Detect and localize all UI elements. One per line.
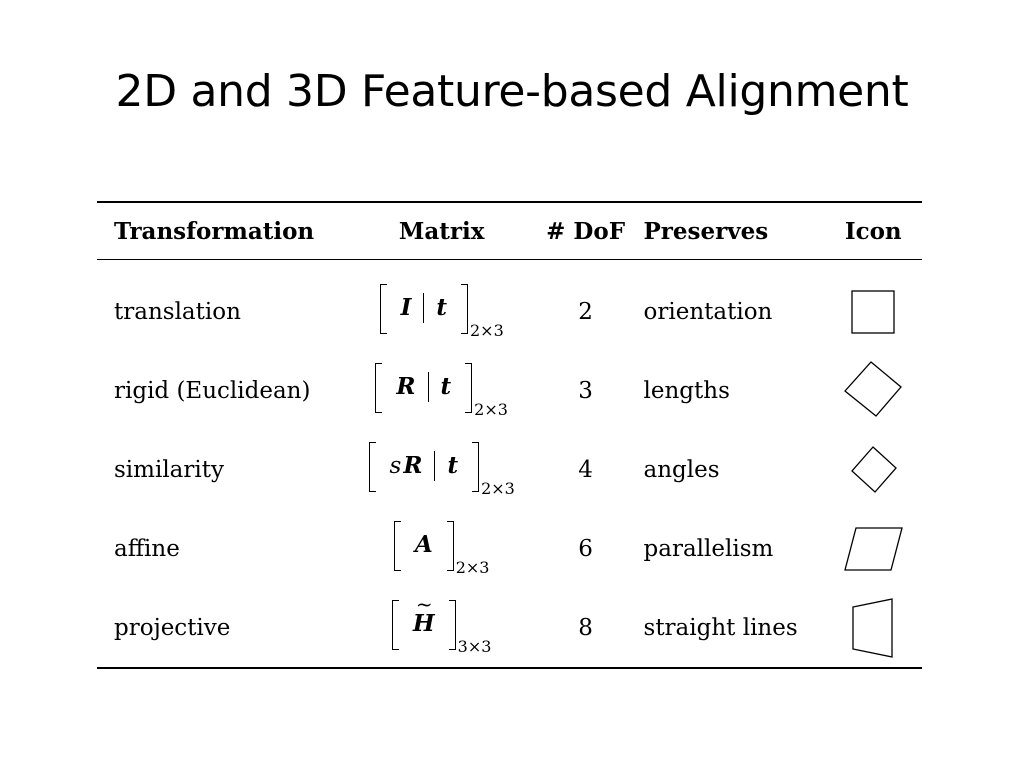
table-row: rigid (Euclidean) R t 2×3 3 lengths: [97, 351, 922, 430]
table-body: translation I t 2×3 2 orientation: [97, 260, 922, 668]
matrix-cell: R t 2×3: [344, 351, 540, 430]
icon-cell: [824, 509, 922, 588]
matrix-cell: A 2×3: [344, 509, 540, 588]
preserves-cell: orientation: [643, 298, 773, 325]
matrix-main: R: [403, 452, 423, 479]
matrix-expression: I t 2×3: [379, 283, 504, 340]
matrix-cell: s R t 2×3: [344, 430, 540, 509]
dof-cell: 3: [578, 377, 593, 404]
header-matrix: Matrix: [398, 217, 485, 245]
left-bracket: [379, 283, 387, 334]
table-row: similarity s R t 2×3 4 angles: [97, 430, 922, 509]
transformation-cell: translation: [114, 298, 241, 325]
matrix-size: 2×3: [481, 478, 515, 498]
matrix-main: R: [396, 373, 416, 400]
right-bracket: [448, 599, 456, 650]
matrix-divider: [427, 371, 429, 402]
right-bracket: [472, 441, 480, 492]
rotated-square-icon: [844, 360, 903, 417]
transformation-cell: projective: [114, 614, 231, 641]
header-preserves: Preserves: [643, 217, 769, 245]
dof-cell: 2: [578, 298, 593, 325]
matrix-entries: I t: [387, 284, 461, 332]
transformations-table: Transformation Matrix # DoF Preserves Ic…: [97, 201, 922, 669]
matrix-translation: t: [440, 373, 452, 400]
transformations-table-container: Transformation Matrix # DoF Preserves Ic…: [97, 201, 922, 669]
icon-cell: [824, 260, 922, 352]
matrix-translation: t: [447, 452, 459, 479]
trapezoid-icon: [852, 597, 893, 658]
matrix-expression: s R t 2×3: [368, 441, 515, 498]
left-bracket: [391, 599, 399, 650]
matrix-scalar: s: [389, 452, 402, 479]
matrix-cell: H 3×3: [344, 588, 540, 668]
matrix-main: H: [413, 592, 435, 637]
table-row: affine A 2×3 6 parallelism: [97, 509, 922, 588]
dof-cell: 4: [578, 456, 593, 483]
matrix-entries: R t: [382, 363, 465, 411]
matrix-size: 2×3: [469, 320, 504, 340]
left-bracket: [368, 441, 376, 492]
right-bracket: [446, 520, 454, 571]
dof-cell: 8: [578, 614, 593, 641]
transformation-cell: similarity: [114, 456, 224, 483]
preserves-cell: lengths: [643, 377, 730, 404]
matrix-expression: A 2×3: [393, 520, 489, 577]
table-row: projective H 3×3 8 straight lines: [97, 588, 922, 668]
matrix-divider: [434, 450, 436, 481]
matrix-main: A: [414, 531, 433, 558]
matrix-expression: R t 2×3: [375, 362, 508, 419]
transformation-cell: affine: [114, 535, 180, 562]
matrix-main: I: [400, 294, 412, 321]
header-dof: # DoF: [546, 217, 626, 245]
preserves-cell: angles: [643, 456, 720, 483]
table-row: translation I t 2×3 2 orientation: [97, 260, 922, 352]
matrix-size: 2×3: [474, 399, 508, 419]
right-bracket: [460, 283, 468, 334]
matrix-expression: H 3×3: [391, 592, 491, 656]
right-bracket: [465, 362, 473, 413]
small-rotated-square-icon: [851, 445, 898, 493]
parallelogram-icon: [844, 526, 904, 571]
square-icon: [851, 289, 895, 334]
icon-cell: [824, 351, 922, 430]
slide-title: 2D and 3D Feature-based Alignment: [115, 66, 909, 117]
matrix-size: 3×3: [457, 636, 492, 656]
icon-cell: [824, 430, 922, 509]
header-icon: Icon: [844, 217, 902, 245]
preserves-cell: parallelism: [643, 535, 774, 562]
matrix-entries: A: [401, 521, 447, 569]
matrix-size: 2×3: [455, 557, 490, 577]
dof-cell: 6: [578, 535, 593, 562]
header-transformation: Transformation: [114, 217, 315, 245]
matrix-entries: s R t: [376, 442, 473, 490]
left-bracket: [375, 362, 383, 413]
header-row: Transformation Matrix # DoF Preserves Ic…: [97, 202, 922, 260]
left-bracket: [393, 520, 401, 571]
matrix-translation: t: [436, 294, 447, 321]
matrix-entries: H: [399, 592, 449, 648]
transformation-cell: rigid (Euclidean): [114, 377, 311, 404]
icon-cell: [824, 588, 922, 668]
preserves-cell: straight lines: [643, 614, 798, 641]
table-header: Transformation Matrix # DoF Preserves Ic…: [97, 202, 922, 260]
matrix-divider: [423, 292, 425, 323]
matrix-cell: I t 2×3: [344, 260, 540, 352]
